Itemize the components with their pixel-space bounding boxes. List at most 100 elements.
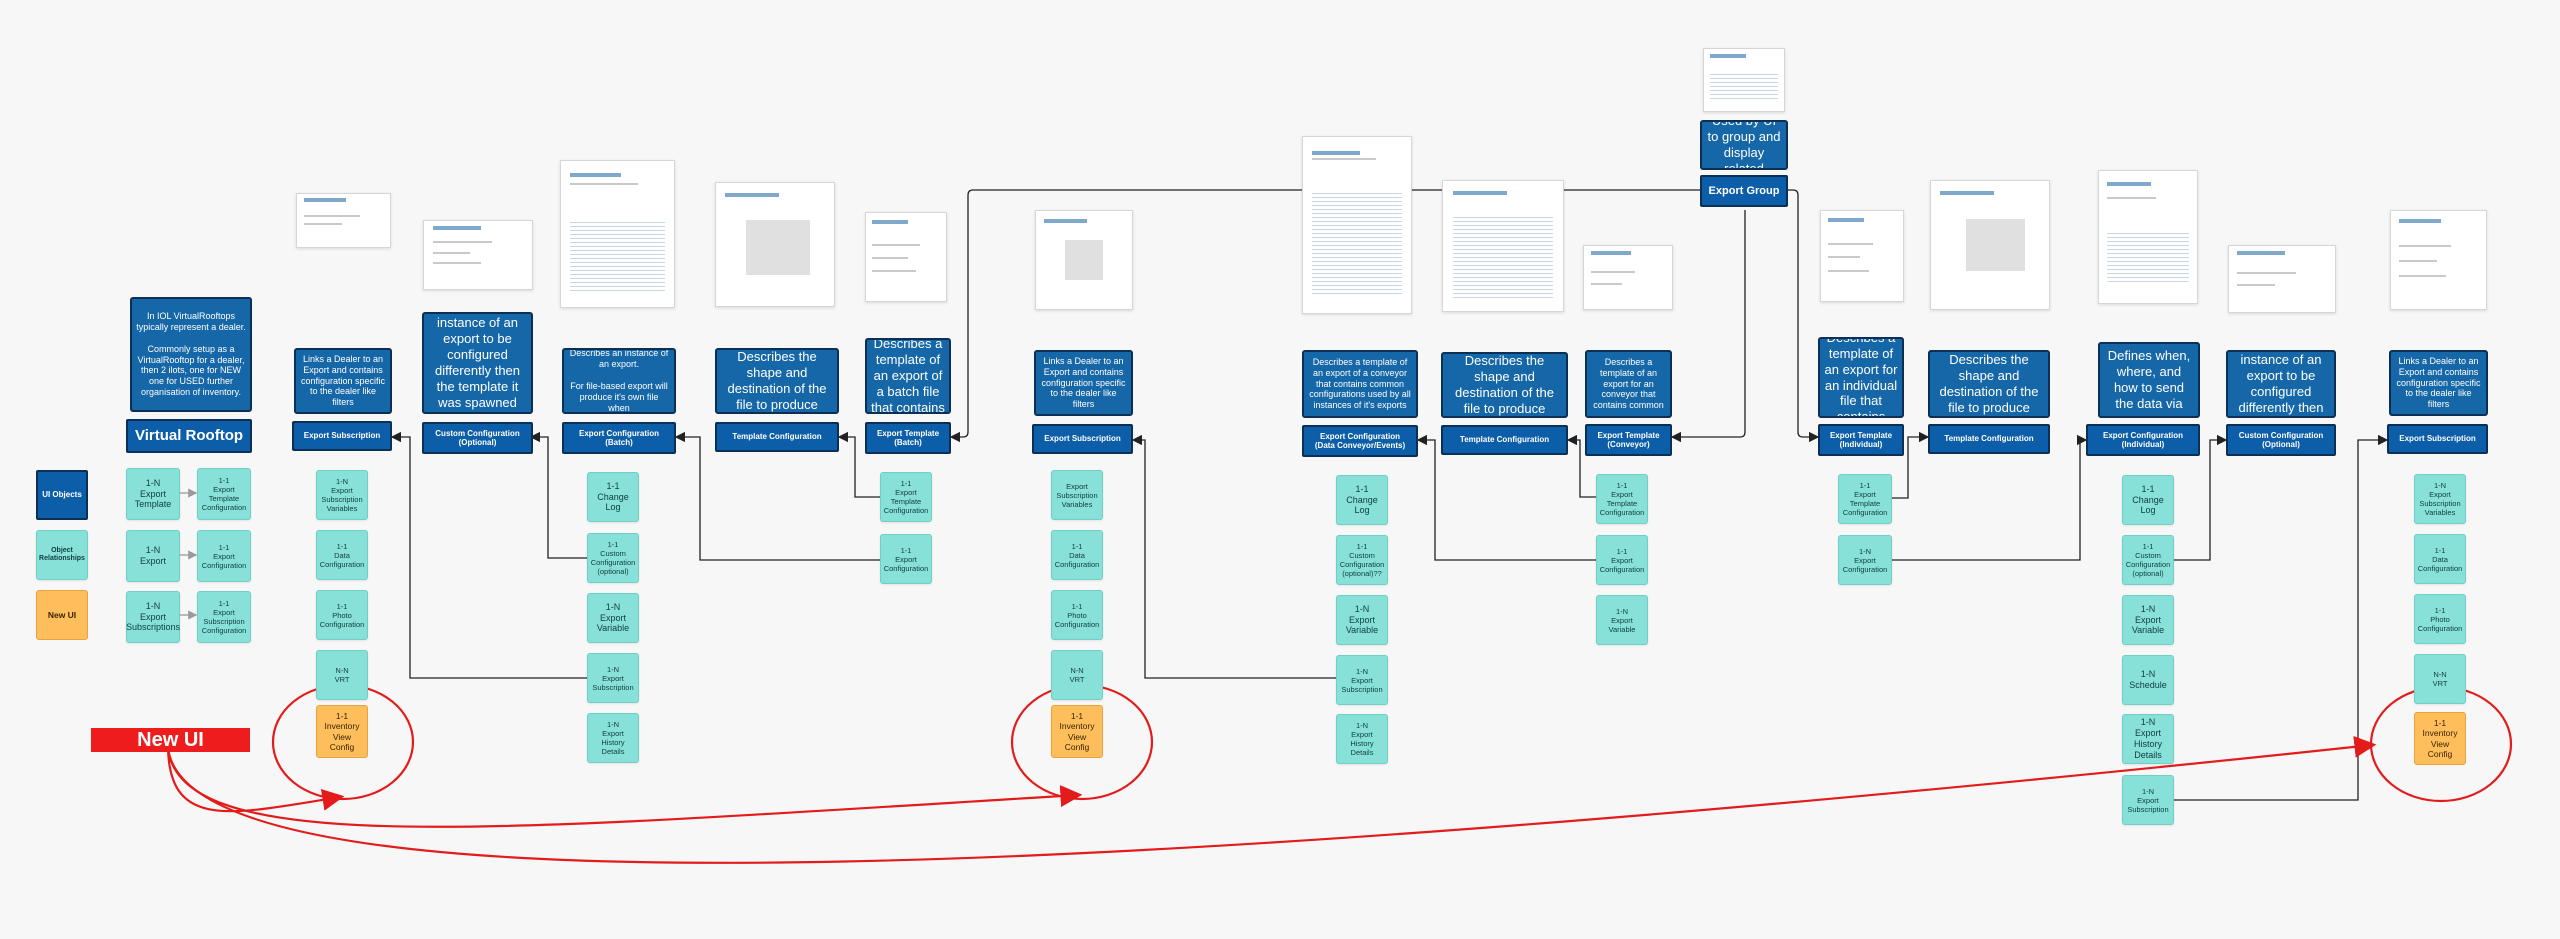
relationship-item: 1-N Export Subscriptions bbox=[126, 591, 180, 643]
export-template-individual-header[interactable]: Export Template (Individual) bbox=[1818, 424, 1904, 456]
export-template-batch-description: Describes a template of an export of a b… bbox=[865, 338, 951, 414]
relationship-item: 1-N Schedule bbox=[2122, 655, 2174, 705]
relationship-item: N-N VRT bbox=[316, 650, 368, 700]
relationship-item: 1-1 Custom Configuration (optional) bbox=[587, 533, 639, 583]
relationship-item: 1-N Export Variable bbox=[587, 593, 639, 643]
export-template-conveyor-description: Describes a template of an export for an… bbox=[1585, 350, 1672, 418]
relationship-item: 1-N Export History Details bbox=[2122, 714, 2174, 764]
relationship-item: 1-N Export Subscription bbox=[2122, 775, 2174, 825]
connector bbox=[1788, 189, 1820, 443]
template-configuration-description: Describes the shape and destination of t… bbox=[715, 348, 839, 414]
connectors bbox=[180, 189, 2389, 801]
document-thumbnail bbox=[2390, 210, 2487, 310]
document-thumbnail bbox=[1035, 210, 1133, 310]
template-configuration-header[interactable]: Template Configuration bbox=[715, 422, 839, 452]
export-configuration-conveyor-description: Describes a template of an export of a c… bbox=[1302, 350, 1418, 418]
export-subscription-description: Links a Dealer to an Export and contains… bbox=[1034, 350, 1133, 416]
new-ui-label: New UI bbox=[91, 728, 250, 752]
relationship-item: 1-1 Custom Configuration (optional)?? bbox=[1336, 535, 1388, 585]
relationship-item: 1-1 Export Configuration bbox=[197, 530, 251, 582]
relationship-item: 1-N Export Subscription bbox=[1336, 655, 1388, 705]
virtual-rooftop-description: In IOL VirtualRooftops typically represe… bbox=[130, 297, 252, 412]
relationship-item: N-N VRT bbox=[2414, 654, 2466, 704]
connector bbox=[390, 431, 587, 679]
annotation-arrow bbox=[166, 735, 2377, 864]
relationship-item: 1-1 Data Configuration bbox=[2414, 534, 2466, 584]
connector bbox=[1131, 434, 1336, 679]
document-thumbnail bbox=[2098, 170, 2198, 304]
template-configuration-header[interactable]: Template Configuration bbox=[1928, 424, 2050, 454]
document-thumbnail bbox=[1703, 48, 1785, 112]
relationship-item: 1-1 Export Template Configuration bbox=[880, 472, 932, 522]
document-thumbnail bbox=[296, 193, 391, 248]
new-ui-item: 1-1 Inventory View Config bbox=[2414, 712, 2466, 765]
new-ui-annotations bbox=[166, 683, 2513, 864]
virtual-rooftop-header[interactable]: Virtual Rooftop bbox=[126, 419, 252, 453]
relationship-item: 1-N Export Variable bbox=[1336, 595, 1388, 645]
export-subscription-description: Links a Dealer to an Export and contains… bbox=[2389, 350, 2488, 416]
document-thumbnail bbox=[1930, 180, 2050, 310]
legend-new-ui: New UI bbox=[36, 590, 88, 640]
connector bbox=[674, 431, 880, 561]
annotation-arrow bbox=[166, 747, 345, 813]
export-configuration-individual-description: Defines when, where, and how to send the… bbox=[2098, 342, 2200, 418]
relationship-item: 1-N Export Subscription Variables bbox=[316, 470, 368, 520]
relationship-item: 1-1 Change Log bbox=[587, 472, 639, 522]
document-thumbnail bbox=[423, 220, 533, 290]
document-thumbnail bbox=[1302, 136, 1412, 314]
template-configuration-description: Describes the shape and destination of t… bbox=[1441, 352, 1568, 418]
relationship-item: 1-1 Change Log bbox=[2122, 475, 2174, 525]
relationship-item: 1-N Export History Details bbox=[587, 713, 639, 763]
export-configuration-conveyor-header[interactable]: Export Configuration (Data Conveyor/Even… bbox=[1302, 425, 1418, 457]
relationship-item: 1-1 Export Template Configuration bbox=[197, 468, 251, 520]
relationship-item: 1-N Export Template bbox=[126, 468, 180, 520]
connector bbox=[1566, 434, 1596, 498]
connector bbox=[1892, 431, 1930, 499]
relationship-item: 1-N Export Variable bbox=[2122, 595, 2174, 645]
connector bbox=[2174, 434, 2228, 561]
relationship-item: 1-1 Export Configuration bbox=[880, 534, 932, 584]
custom-configuration-header[interactable]: Custom Configuration (Optional) bbox=[422, 422, 533, 454]
relationship-item: 1-1 Photo Configuration bbox=[1051, 590, 1103, 640]
connector bbox=[949, 189, 1780, 443]
export-subscription-header[interactable]: Export Subscription bbox=[292, 421, 392, 451]
export-group-description: Used by UI to group and display related bbox=[1700, 120, 1788, 170]
export-template-individual-description: Describes a template of an export for an… bbox=[1818, 337, 1904, 418]
template-configuration-header[interactable]: Template Configuration bbox=[1441, 425, 1568, 455]
new-ui-item: 1-1 Inventory View Config bbox=[316, 705, 368, 758]
template-configuration-description: Describes the shape and destination of t… bbox=[1928, 350, 2050, 418]
custom-configuration-description: Allows an instance of an export to be co… bbox=[2226, 350, 2336, 418]
document-thumbnail bbox=[560, 160, 675, 308]
export-configuration-individual-header[interactable]: Export Configuration (Individual) bbox=[2086, 424, 2200, 456]
export-subscription-header[interactable]: Export Subscription bbox=[2387, 424, 2488, 454]
legend-object-relationships: Object Relationships bbox=[36, 530, 88, 580]
relationship-item: 1-1 Export Subscription Configuration bbox=[197, 591, 251, 643]
export-configuration-batch-description: Describes an instance of an export. For … bbox=[562, 348, 676, 414]
export-group-header[interactable]: Export Group bbox=[1700, 175, 1788, 207]
relationship-item: 1-1 Photo Configuration bbox=[2414, 594, 2466, 644]
relationship-item: 1-N Export Variable bbox=[1596, 595, 1648, 645]
export-subscription-header[interactable]: Export Subscription bbox=[1032, 424, 1133, 454]
relationship-item: 1-1 Data Configuration bbox=[316, 530, 368, 580]
document-thumbnail bbox=[865, 212, 947, 302]
relationship-item: 1-1 Export Template Configuration bbox=[1596, 474, 1648, 524]
relationship-item: Export Subscription Variables bbox=[1051, 470, 1103, 520]
custom-configuration-header[interactable]: Custom Configuration (Optional) bbox=[2226, 424, 2336, 456]
relationship-item: N-N VRT bbox=[1051, 650, 1103, 700]
connector bbox=[1892, 434, 2088, 561]
export-template-conveyor-header[interactable]: Export Template (Conveyor) bbox=[1585, 424, 1672, 456]
relationship-item: 1-1 Export Template Configuration bbox=[1838, 474, 1892, 524]
document-thumbnail bbox=[2228, 245, 2336, 313]
relationship-item: 1-1 Change Log bbox=[1336, 475, 1388, 525]
new-ui-item: 1-1 Inventory View Config bbox=[1051, 705, 1103, 758]
document-thumbnail bbox=[1442, 180, 1564, 312]
relationship-item: 1-1 Data Configuration bbox=[1051, 530, 1103, 580]
relationship-item: 1-N Export bbox=[126, 530, 180, 582]
export-template-batch-header[interactable]: Export Template (Batch) bbox=[865, 422, 951, 454]
document-thumbnail bbox=[715, 182, 835, 307]
export-configuration-batch-header[interactable]: Export Configuration (Batch) bbox=[562, 422, 676, 454]
connector bbox=[1416, 434, 1596, 561]
connector bbox=[1670, 210, 1746, 443]
relationship-item: 1-1 Photo Configuration bbox=[316, 590, 368, 640]
